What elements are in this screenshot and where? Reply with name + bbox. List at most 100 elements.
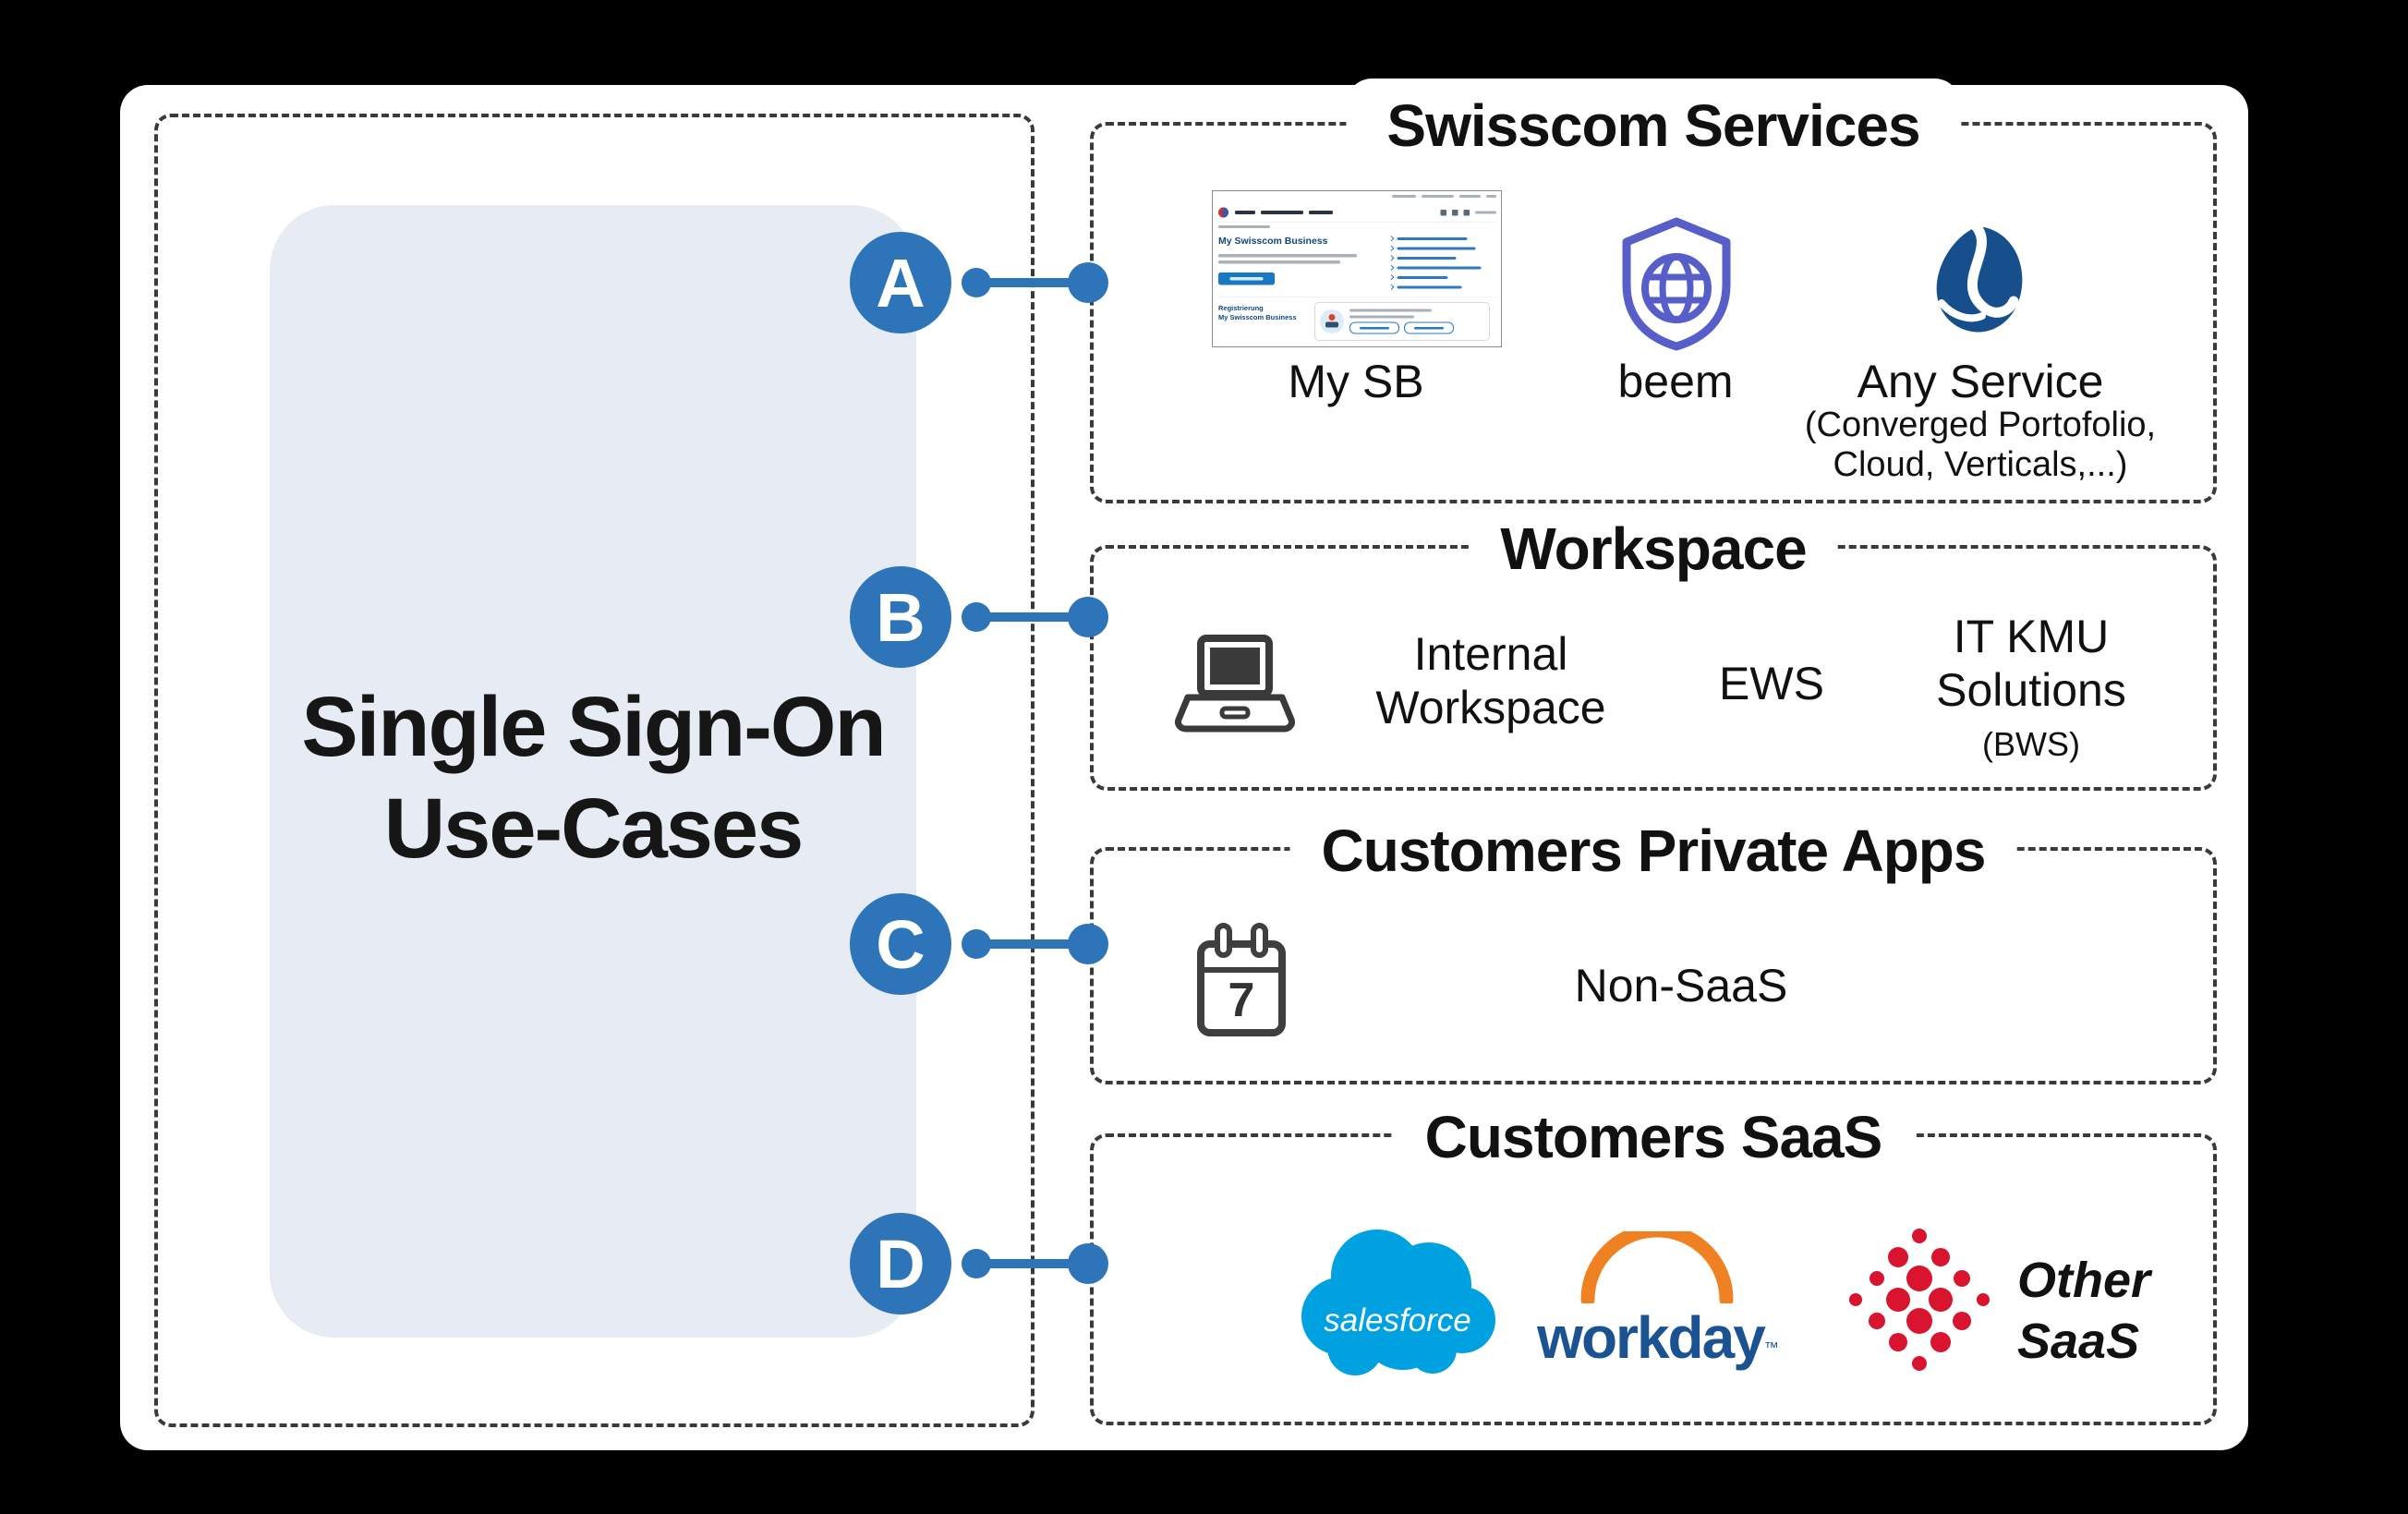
text-line-placeholder: [1218, 260, 1340, 264]
internal-workspace-line2: Workspace: [1375, 682, 1606, 733]
button-label-placeholder: [1229, 277, 1264, 281]
chevron-right-icon: [1388, 236, 1395, 242]
link-placeholder: [1397, 266, 1482, 270]
chevron-right-icon: [1388, 284, 1395, 290]
connector-a-dot-large: [1068, 262, 1108, 303]
search-icon: [1440, 209, 1446, 216]
user-icon: [1463, 209, 1470, 216]
it-kmu-line2: Solutions: [1936, 664, 2126, 716]
workday-wordmark: workday™: [1519, 1308, 1796, 1378]
workday-arc-icon: [1580, 1223, 1734, 1307]
item-any-service-label: Any Service: [1857, 356, 2104, 407]
badge-b-label: B: [876, 578, 926, 656]
item-any-service-sub1: (Converged Portofolio,: [1804, 406, 2157, 444]
mysb-link-list: [1388, 236, 1482, 290]
link-placeholder: [1397, 236, 1468, 240]
workday-tm: ™: [1763, 1340, 1779, 1356]
section-customers-saas: Customers SaaS salesforce workday™: [1090, 1096, 2220, 1425]
item-beem-label: beem: [1617, 356, 1734, 407]
swisscom-logo-icon: [1936, 218, 2023, 333]
section-title-customers-saas: Customers SaaS: [1393, 1096, 1914, 1179]
connector-b-line: [976, 612, 1088, 622]
chevron-right-icon: [1388, 264, 1395, 271]
text-line-placeholder: [1459, 195, 1481, 198]
swisscom-mini-logo-icon: [1218, 207, 1228, 218]
connector-b-dot-small: [962, 602, 991, 632]
register-kmu-button: [1349, 321, 1399, 334]
nav-item-placeholder: [1261, 211, 1303, 214]
item-ews-label: EWS: [1719, 658, 1824, 709]
mysb-link: [1388, 245, 1482, 251]
page-title-line2: Use-Cases: [383, 781, 805, 876]
text-line-placeholder: [1392, 195, 1416, 198]
mysb-link: [1388, 236, 1482, 242]
badge-d-label: D: [876, 1225, 926, 1302]
text-line-placeholder: [1349, 315, 1414, 319]
beem-shield-globe-icon: [1622, 217, 1731, 351]
button-label-placeholder: [1360, 326, 1389, 330]
connector-d-line: [976, 1259, 1088, 1268]
mysb-login-button: [1218, 273, 1275, 285]
workday-logo: workday™: [1519, 1223, 1796, 1378]
link-placeholder: [1397, 256, 1457, 260]
salesforce-logo: salesforce: [1301, 1229, 1495, 1375]
item-my-sb-label: My SB: [1288, 356, 1424, 407]
calendar-icon: 7: [1197, 923, 1286, 1036]
laptop-icon: [1175, 635, 1295, 733]
text-line-placeholder: [1218, 254, 1357, 258]
connector-d-dot-small: [962, 1249, 991, 1278]
mysb-registration-heading: Registrierung My Swisscom Business: [1218, 304, 1297, 322]
mysb-screenshot-thumbnail: My Swisscom Business Registrierung My Sw…: [1212, 190, 1502, 347]
registration-buttons: [1349, 321, 1454, 334]
text-line-placeholder: [1349, 309, 1432, 312]
mysb-main-nav: [1217, 203, 1496, 223]
link-placeholder: [1397, 285, 1462, 289]
badge-a: A: [850, 232, 951, 333]
connector-d-dot-large: [1068, 1243, 1108, 1284]
page-title: Single Sign-On Use-Cases: [224, 676, 962, 879]
mysb-link: [1388, 284, 1482, 290]
link-placeholder: [1397, 275, 1448, 279]
illustration-avatar: [1320, 309, 1344, 333]
workday-text: workday: [1537, 1304, 1766, 1371]
badge-c: C: [850, 893, 951, 995]
mysb-utility-nav: [1392, 195, 1496, 198]
section-title-swisscom-services: Swisscom Services: [1346, 79, 1961, 173]
connector-c-line: [976, 939, 1088, 949]
section-title-workspace: Workspace: [1469, 507, 1838, 590]
other-saas-dots-icon: [1849, 1229, 1990, 1371]
badge-c-label: C: [876, 905, 926, 983]
badge-b: B: [850, 566, 951, 668]
chevron-right-icon: [1388, 274, 1395, 281]
item-it-kmu-sub: (BWS): [1982, 725, 2080, 763]
chevron-right-icon: [1388, 255, 1395, 261]
item-other-saas-label: Other SaaS: [2017, 1250, 2220, 1372]
section-title-customers-private-apps: Customers Private Apps: [1289, 809, 2017, 892]
connector-c-dot-large: [1068, 924, 1108, 964]
it-kmu-line1: IT KMU: [1953, 611, 2110, 662]
connector-a-dot-small: [962, 268, 991, 297]
mysb-heading: My Swisscom Business: [1218, 236, 1328, 247]
other-saas-line2: SaaS: [2017, 1314, 2140, 1369]
text-line-placeholder: [1422, 195, 1454, 198]
text-line-placeholder: [1475, 211, 1496, 214]
mysb-link: [1388, 264, 1482, 271]
salesforce-wordmark: salesforce: [1324, 1302, 1471, 1338]
registration-line1: Registrierung: [1218, 304, 1264, 313]
other-saas-line1: Other: [2017, 1253, 2151, 1308]
register-enterprise-button: [1404, 321, 1454, 334]
section-workspace: Workspace Internal Workspace EWS IT KMU …: [1090, 507, 2217, 791]
chevron-right-icon: [1388, 245, 1395, 251]
registration-line2: My Swisscom Business: [1218, 313, 1297, 322]
mysb-link: [1388, 255, 1482, 261]
mysb-page: My Swisscom Business Registrierung My Sw…: [1213, 191, 1501, 346]
button-label-placeholder: [1414, 326, 1444, 330]
sso-usecases-panel: [154, 114, 1035, 1427]
badge-a-label: A: [876, 244, 926, 321]
grid-icon: [1452, 209, 1458, 216]
badge-d: D: [850, 1213, 951, 1314]
link-placeholder: [1397, 247, 1476, 250]
item-any-service-sub2: Cloud, Verticals,...): [1833, 445, 2128, 484]
connector-c-dot-small: [962, 929, 991, 959]
